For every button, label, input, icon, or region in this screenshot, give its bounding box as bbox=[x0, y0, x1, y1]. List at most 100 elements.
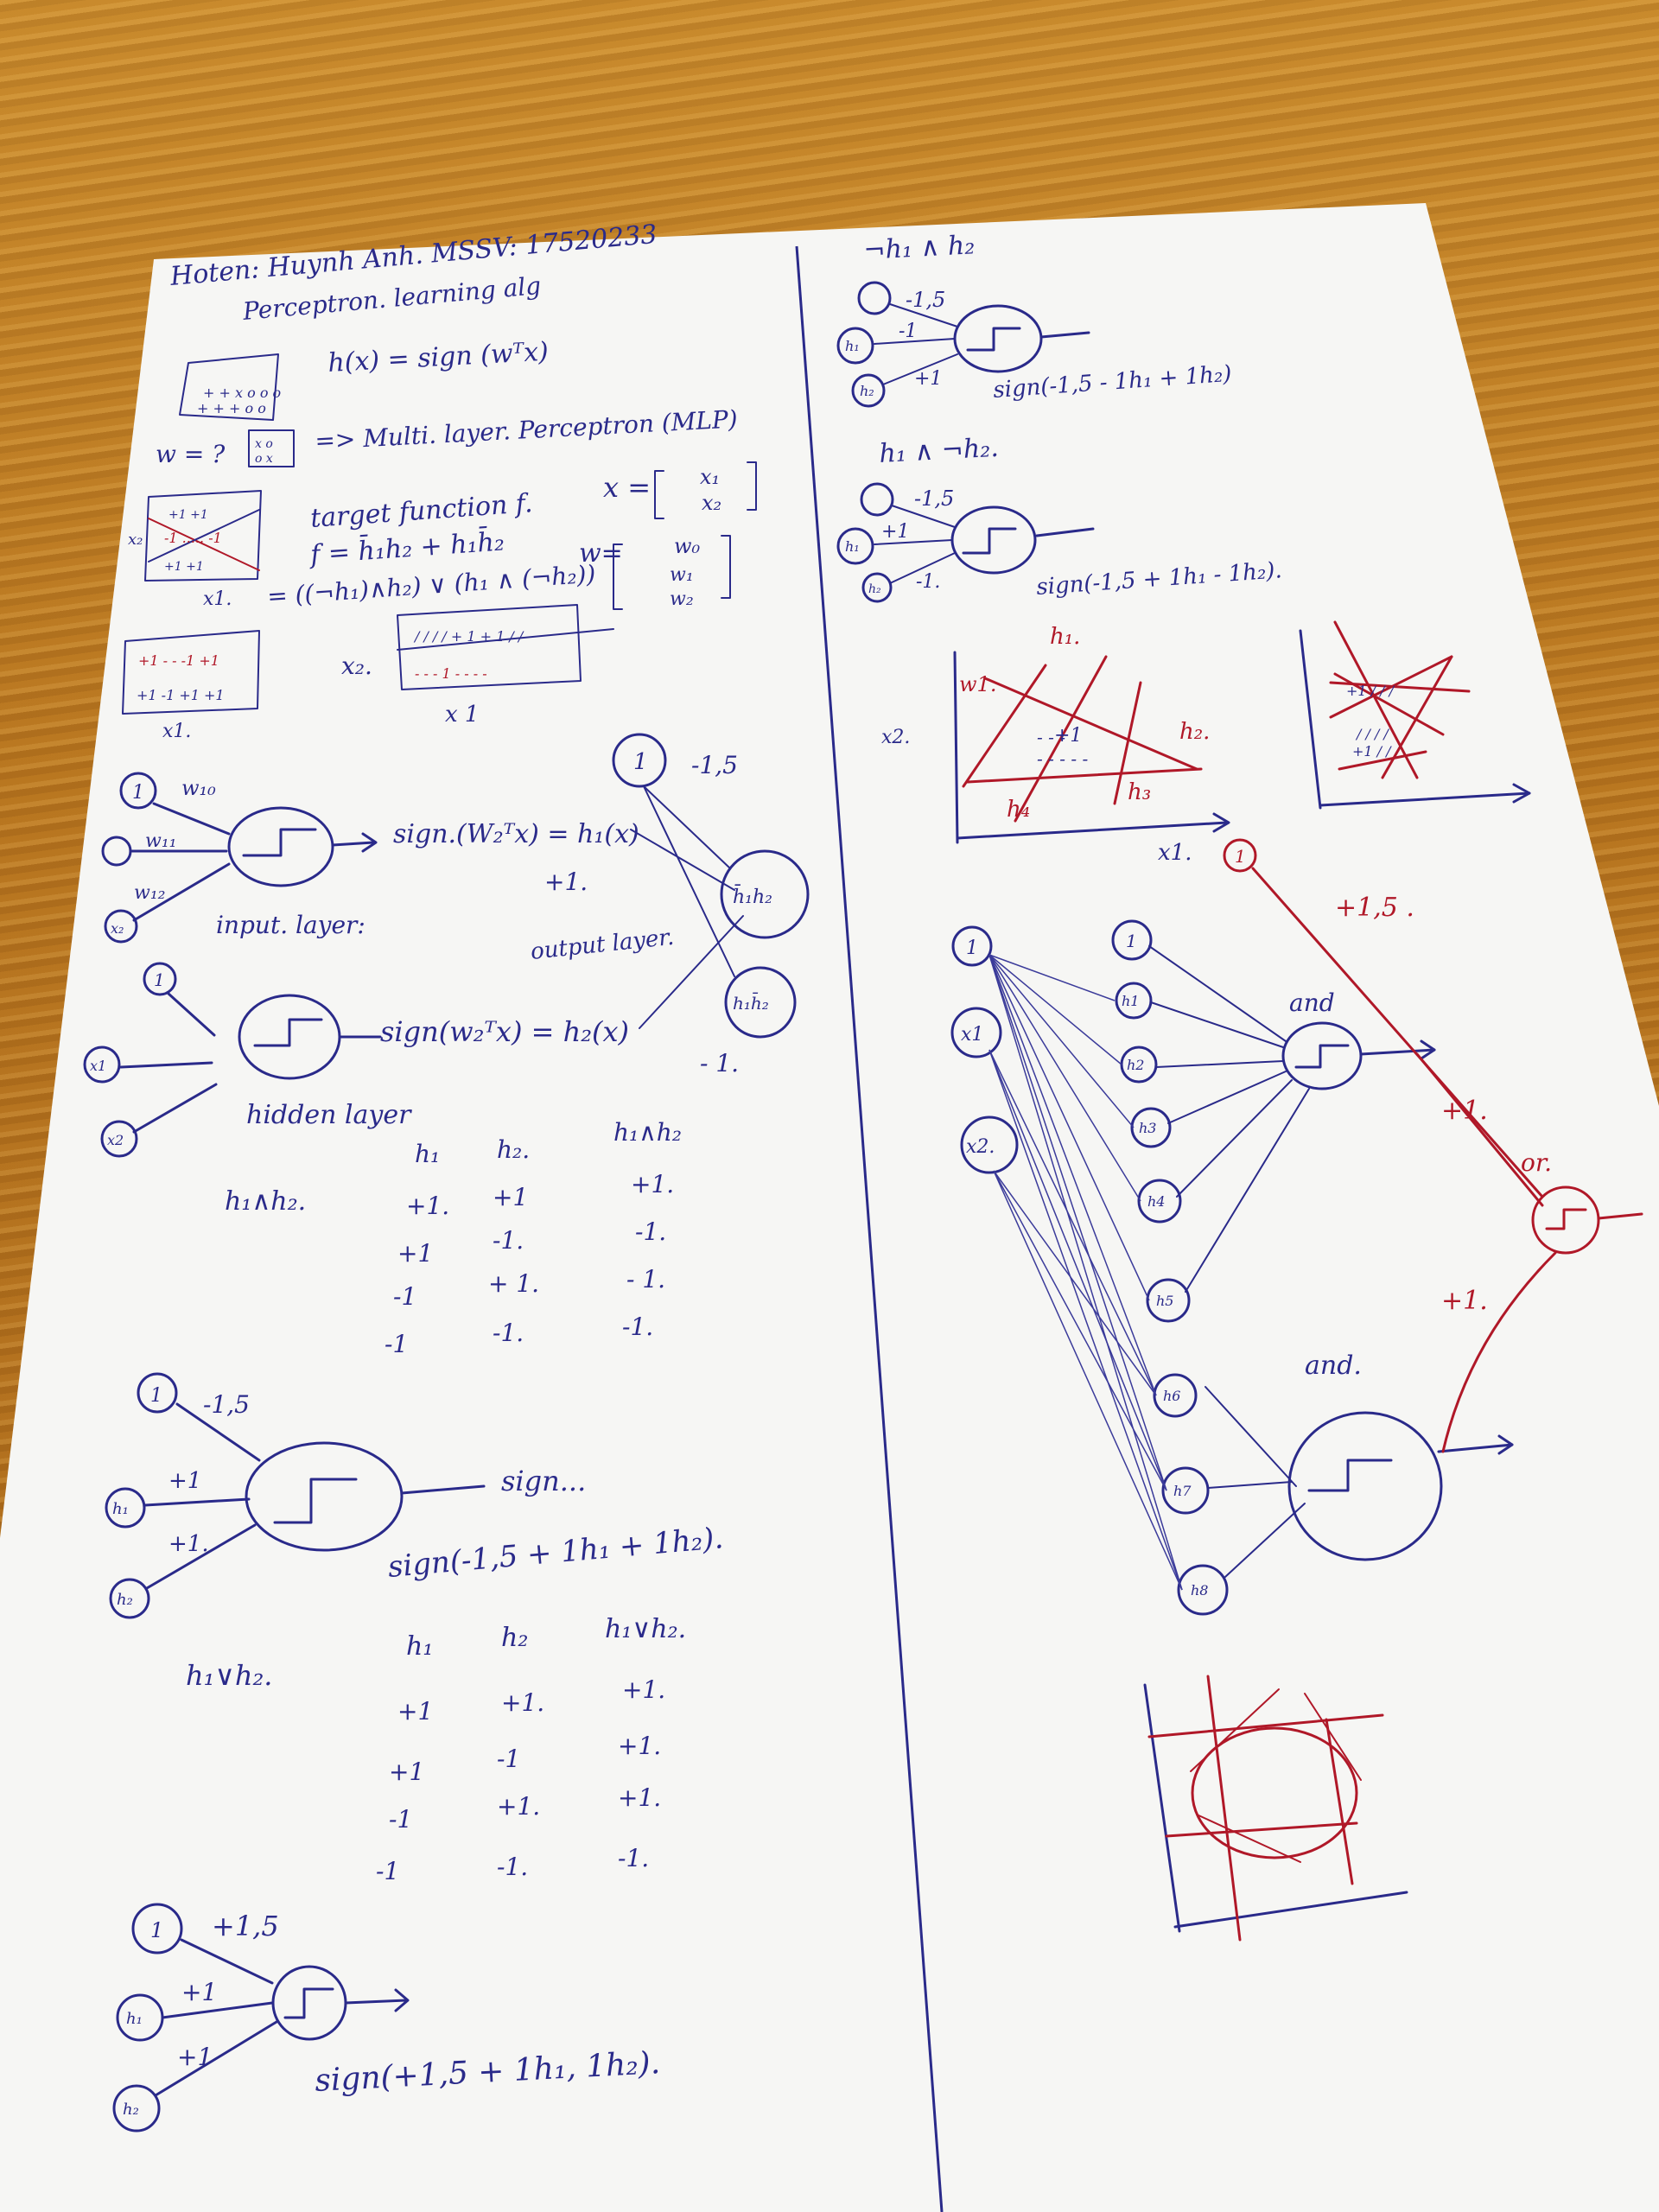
or-row4-h1: -1 bbox=[376, 1857, 399, 1885]
or-w1: +1 bbox=[181, 1978, 217, 2006]
or-row2-out: +1. bbox=[618, 1732, 661, 1760]
side-node-1: h̄₁h₂ bbox=[733, 884, 772, 908]
svg-text:1: 1 bbox=[150, 1918, 163, 1942]
and-row3-h2: + 1. bbox=[488, 1269, 539, 1298]
or-row1-out: +1. bbox=[622, 1675, 665, 1704]
or-row3-out: +1. bbox=[618, 1783, 661, 1812]
or-neuron: 1 h₁ h₂ bbox=[112, 1903, 410, 2133]
w-question: w = ? bbox=[156, 440, 226, 468]
region-sketch bbox=[1143, 1675, 1408, 1942]
region-box-2: +1 - - -1 +1 +1 -1 +1 +1 bbox=[122, 630, 260, 715]
and-row4-h1: -1 bbox=[385, 1330, 408, 1358]
net-hidden-h8: h8 bbox=[1191, 1582, 1208, 1599]
svg-text:x o: x o bbox=[255, 437, 273, 451]
or-row3-h1: -1 bbox=[389, 1805, 412, 1834]
svg-text:o x: o x bbox=[255, 452, 273, 466]
mlp-network bbox=[950, 838, 1643, 1616]
net-hidden-h3: h3 bbox=[1139, 1120, 1156, 1136]
and-row4-h2: -1. bbox=[493, 1319, 524, 1347]
and-row4-out: -1. bbox=[622, 1313, 653, 1341]
or-row3-h2: +1. bbox=[497, 1792, 540, 1821]
weight-w10: w₁₀ bbox=[181, 776, 216, 800]
and-row2-out: -1. bbox=[635, 1217, 666, 1246]
x-vector-1: x₁ bbox=[700, 465, 720, 489]
weight-w12: w₁₂ bbox=[134, 882, 165, 904]
or-row2-h2: -1 bbox=[497, 1745, 520, 1773]
net-w1: +1. bbox=[1441, 1096, 1488, 1126]
svg-text:- - - 1 - - - -: - - - 1 - - - - bbox=[415, 665, 487, 682]
net-and-bottom: and. bbox=[1305, 1351, 1362, 1381]
svg-text:/ / / /: / / / / bbox=[1355, 726, 1389, 742]
net-hidden-h1: h1 bbox=[1122, 993, 1139, 1009]
net-hidden-bias: 1 bbox=[1126, 931, 1137, 951]
or-header-h1: h₁ bbox=[406, 1631, 433, 1662]
svg-text:x₂: x₂ bbox=[111, 920, 124, 937]
side-bias-weight: -1,5 bbox=[691, 751, 738, 779]
right-title-2: h₁ ∧ ¬h₂. bbox=[879, 433, 1000, 469]
not-h1-and-h2-neuron: h₁ h₂ bbox=[836, 281, 1090, 408]
and-row3-h1: -1 bbox=[393, 1282, 416, 1311]
and-row1-out: +1. bbox=[631, 1170, 674, 1198]
or-row1-h2: +1. bbox=[501, 1688, 544, 1717]
net-hidden-h7: h7 bbox=[1173, 1483, 1192, 1499]
svg-text:1: 1 bbox=[150, 1385, 162, 1407]
side-network: 1 bbox=[612, 733, 810, 1039]
scatter-box-1: + + x o o o + + + o o bbox=[179, 353, 281, 421]
and-header-h1h2: h₁∧h₂ bbox=[613, 1118, 682, 1147]
neuron-2: 1 x1 x2 bbox=[83, 962, 382, 1158]
svg-text:1: 1 bbox=[132, 782, 144, 804]
x1-axis-label-1: x1. bbox=[203, 588, 232, 610]
svg-text:+1 +1: +1 +1 bbox=[168, 508, 208, 522]
or-row2-h1: +1 bbox=[389, 1758, 424, 1786]
net-hidden-h6: h6 bbox=[1163, 1388, 1180, 1404]
n2-w1: +1 bbox=[881, 521, 909, 543]
and-header-h1: h₁ bbox=[415, 1140, 440, 1168]
neuron2-output: sign(w₂ᵀx) = h₂(x) bbox=[380, 1015, 629, 1048]
svg-text:/ / / / + 1 + 1 / /: / / / / + 1 + 1 / / bbox=[413, 628, 524, 645]
and-neuron: 1 h₁ h₂ bbox=[105, 1372, 486, 1619]
svg-text:h₁: h₁ bbox=[126, 2010, 143, 2028]
net-hidden-h4: h4 bbox=[1147, 1193, 1165, 1210]
or-row4-out: -1. bbox=[618, 1844, 649, 1872]
hidden-layer: hidden layer bbox=[246, 1100, 412, 1130]
plot1-h2: h₂. bbox=[1179, 719, 1210, 745]
or-row4-h2: -1. bbox=[497, 1853, 528, 1881]
x1-axis-label-2: x1. bbox=[162, 721, 191, 742]
svg-text:x1: x1 bbox=[90, 1058, 106, 1074]
net-or: or. bbox=[1521, 1148, 1552, 1177]
plot1-w: w1. bbox=[959, 672, 996, 696]
net-w-bias: +1,5 . bbox=[1335, 893, 1414, 923]
or-row1-h1: +1 bbox=[397, 1697, 433, 1726]
svg-text:h₂: h₂ bbox=[117, 1591, 133, 1609]
plot1-h1: h₁. bbox=[1050, 624, 1080, 650]
svg-text:h₂: h₂ bbox=[123, 2101, 139, 2119]
and-w1: +1 bbox=[168, 1468, 201, 1494]
and-row1-h2: +1 bbox=[493, 1183, 528, 1211]
svg-text:- - -: - - - bbox=[1037, 727, 1065, 747]
svg-text:h₂: h₂ bbox=[860, 383, 874, 399]
and-bias: -1,5 bbox=[203, 1390, 250, 1419]
and-out: sign... bbox=[501, 1465, 586, 1497]
or-truth-table: h₁∨h₂. h₁ h₂ h₁∨h₂. +1 +1. +1. +1 -1 +1.… bbox=[186, 1614, 686, 1885]
svg-text:-1 ..... -1: -1 ..... -1 bbox=[164, 530, 222, 546]
side-weight-1: +1. bbox=[544, 868, 588, 896]
svg-text:+ + + o o: + + + o o bbox=[197, 400, 266, 416]
svg-text:+1 +1: +1 +1 bbox=[164, 560, 204, 574]
or-table-label: h₁∨h₂. bbox=[186, 1659, 272, 1692]
svg-text:h₂: h₂ bbox=[868, 582, 881, 596]
net-input-x1: x1 bbox=[961, 1024, 983, 1046]
weight-w11: w₁₁ bbox=[145, 830, 176, 852]
n2-w2: -1. bbox=[916, 571, 940, 593]
n1-w1: -1 bbox=[899, 321, 917, 342]
svg-text:+1 - - -1 +1: +1 - - -1 +1 bbox=[138, 652, 219, 669]
region-box-3: / / / / + 1 + 1 / / - - - 1 - - - - bbox=[397, 604, 614, 690]
and-row1-h1: +1. bbox=[406, 1192, 449, 1220]
and-header-h2: h₂. bbox=[497, 1135, 530, 1164]
n1-bias: -1,5 bbox=[906, 288, 945, 312]
svg-text:h₁: h₁ bbox=[112, 1500, 129, 1518]
net-hidden-h5: h5 bbox=[1156, 1293, 1173, 1309]
plot1-x2: x2. bbox=[881, 727, 910, 748]
net-or-bias-node: 1 bbox=[1235, 846, 1246, 867]
svg-text:h₁: h₁ bbox=[845, 538, 860, 555]
